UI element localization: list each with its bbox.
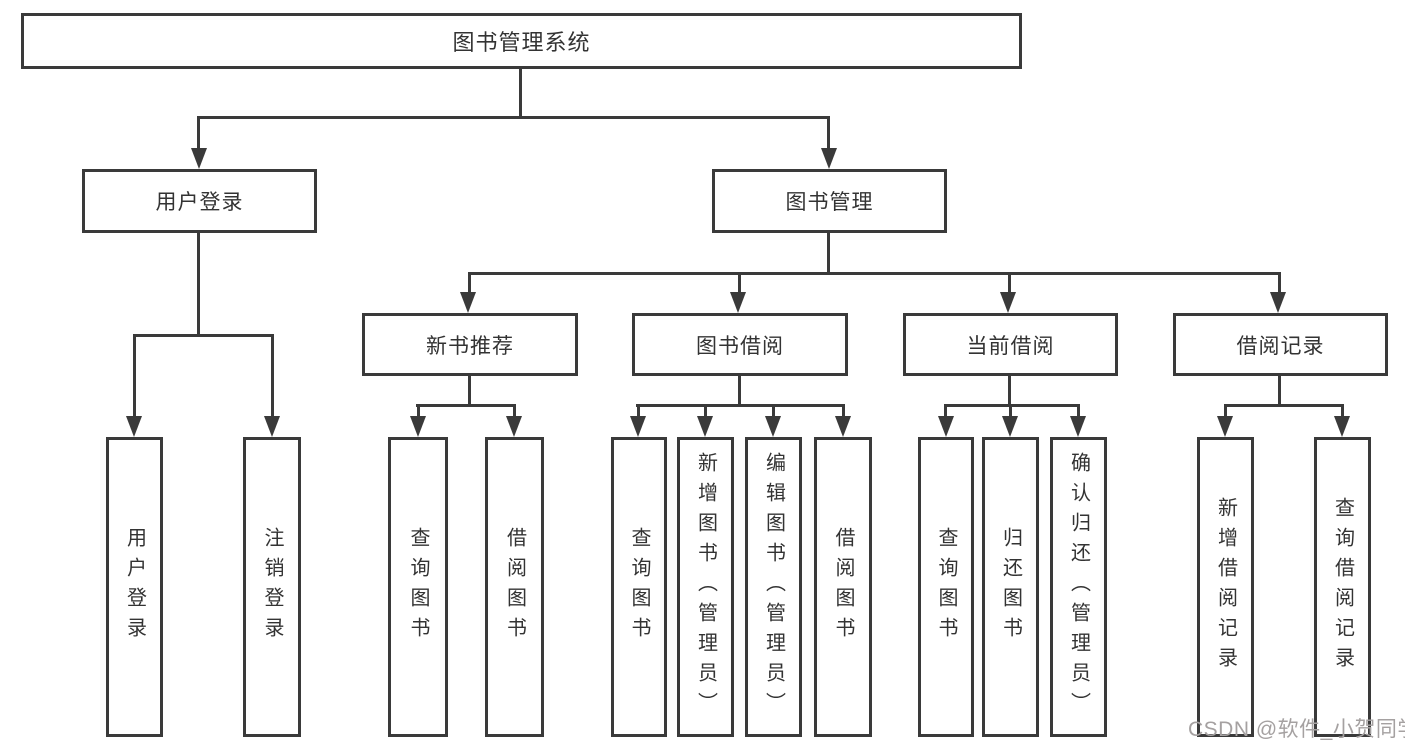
connector-line bbox=[197, 117, 200, 153]
node-book-management: 图书管理 bbox=[712, 169, 947, 233]
node-label: 新书推荐 bbox=[426, 334, 514, 358]
node-leaf-recommend-query-book: 查询图书 bbox=[388, 437, 448, 737]
node-label: 借阅图书 bbox=[503, 527, 526, 647]
arrow-down-icon bbox=[1070, 416, 1086, 437]
node-label: 查询图书 bbox=[935, 527, 957, 647]
node-label: 借阅图书 bbox=[832, 527, 854, 647]
node-label: 图书管理 bbox=[785, 191, 874, 214]
arrow-down-icon bbox=[126, 416, 142, 437]
arrow-down-icon bbox=[191, 148, 207, 169]
connector-line bbox=[827, 233, 830, 274]
connector-line bbox=[271, 335, 274, 418]
node-book-borrow: 图书借阅 bbox=[632, 313, 848, 376]
connector-line bbox=[416, 404, 516, 407]
connector-line bbox=[944, 404, 1080, 407]
arrow-down-icon bbox=[1270, 292, 1286, 313]
node-label: 查询借阅记录 bbox=[1331, 497, 1354, 677]
connector-line bbox=[1009, 405, 1012, 418]
node-label: 查询图书 bbox=[407, 527, 429, 647]
arrow-down-icon bbox=[1000, 292, 1016, 313]
node-leaf-current-query-book: 查询图书 bbox=[918, 437, 974, 737]
node-new-book-recommend: 新书推荐 bbox=[362, 313, 578, 376]
node-root: 图书管理系统 bbox=[21, 13, 1022, 69]
node-label: 归还图书 bbox=[999, 527, 1022, 647]
node-leaf-user-login: 用户登录 bbox=[106, 437, 163, 737]
connector-line bbox=[1008, 273, 1011, 295]
node-leaf-logout: 注销登录 bbox=[243, 437, 301, 737]
arrow-down-icon bbox=[835, 416, 851, 437]
node-label: 注销登录 bbox=[261, 527, 283, 647]
connector-line bbox=[1224, 404, 1344, 407]
node-current-borrow: 当前借阅 bbox=[903, 313, 1118, 376]
arrow-down-icon bbox=[1334, 416, 1350, 437]
connector-line bbox=[738, 375, 741, 406]
node-leaf-return-book: 归还图书 bbox=[982, 437, 1039, 737]
connector-line bbox=[704, 405, 707, 418]
arrow-down-icon bbox=[410, 416, 426, 437]
connector-line bbox=[133, 334, 274, 337]
connector-line bbox=[1341, 405, 1344, 418]
node-label: 用户登录 bbox=[155, 191, 244, 214]
connector-line bbox=[197, 116, 830, 119]
node-leaf-edit-book-admin: 编辑图书（管理员） bbox=[745, 437, 802, 737]
arrow-down-icon bbox=[765, 416, 781, 437]
arrow-down-icon bbox=[697, 416, 713, 437]
node-label: 新增图书（管理员） bbox=[694, 452, 717, 722]
connector-line bbox=[636, 404, 845, 407]
connector-line bbox=[738, 273, 741, 295]
arrow-down-icon bbox=[460, 292, 476, 313]
node-borrow-record: 借阅记录 bbox=[1173, 313, 1388, 376]
connector-line bbox=[1008, 375, 1011, 406]
connector-line bbox=[197, 233, 200, 337]
connector-line bbox=[842, 405, 845, 418]
connector-line bbox=[513, 405, 516, 418]
arrow-down-icon bbox=[506, 416, 522, 437]
arrow-down-icon bbox=[821, 148, 837, 169]
node-label: 确认归还（管理员） bbox=[1067, 452, 1090, 722]
node-leaf-add-book-admin: 新增图书（管理员） bbox=[677, 437, 734, 737]
connector-line bbox=[827, 117, 830, 153]
node-label: 图书管理系统 bbox=[452, 30, 591, 55]
connector-line bbox=[1278, 375, 1281, 406]
node-label: 用户登录 bbox=[123, 527, 146, 647]
arrow-down-icon bbox=[1217, 416, 1233, 437]
node-leaf-confirm-return-admin: 确认归还（管理员） bbox=[1050, 437, 1107, 737]
node-label: 编辑图书（管理员） bbox=[762, 452, 785, 722]
node-leaf-recommend-borrow-book: 借阅图书 bbox=[485, 437, 544, 737]
node-user-login: 用户登录 bbox=[82, 169, 317, 233]
watermark: CSDN @软件_小贺同学 bbox=[1188, 718, 1405, 741]
connector-line bbox=[944, 405, 947, 418]
arrow-down-icon bbox=[1002, 416, 1018, 437]
node-label: 图书借阅 bbox=[696, 334, 784, 358]
connector-line bbox=[133, 335, 136, 418]
arrow-down-icon bbox=[264, 416, 280, 437]
node-leaf-borrow-book: 借阅图书 bbox=[814, 437, 872, 737]
connector-line bbox=[417, 405, 420, 418]
node-leaf-add-borrow-record: 新增借阅记录 bbox=[1197, 437, 1254, 737]
connector-line bbox=[468, 273, 471, 295]
node-label: 当前借阅 bbox=[966, 334, 1055, 358]
node-leaf-borrow-query-book: 查询图书 bbox=[611, 437, 667, 737]
node-label: 新增借阅记录 bbox=[1214, 497, 1237, 677]
arrow-down-icon bbox=[938, 416, 954, 437]
node-label: 查询图书 bbox=[628, 527, 650, 647]
connector-line bbox=[468, 272, 1281, 275]
connector-line bbox=[468, 375, 471, 406]
arrow-down-icon bbox=[730, 292, 746, 313]
connector-line bbox=[1077, 405, 1080, 418]
connector-line bbox=[772, 405, 775, 418]
node-label: 借阅记录 bbox=[1236, 334, 1325, 358]
connector-line bbox=[1224, 405, 1227, 418]
arrow-down-icon bbox=[630, 416, 646, 437]
connector-line bbox=[1278, 273, 1281, 295]
connector-line bbox=[519, 69, 522, 118]
connector-line bbox=[637, 405, 640, 418]
node-leaf-query-borrow-record: 查询借阅记录 bbox=[1314, 437, 1371, 737]
